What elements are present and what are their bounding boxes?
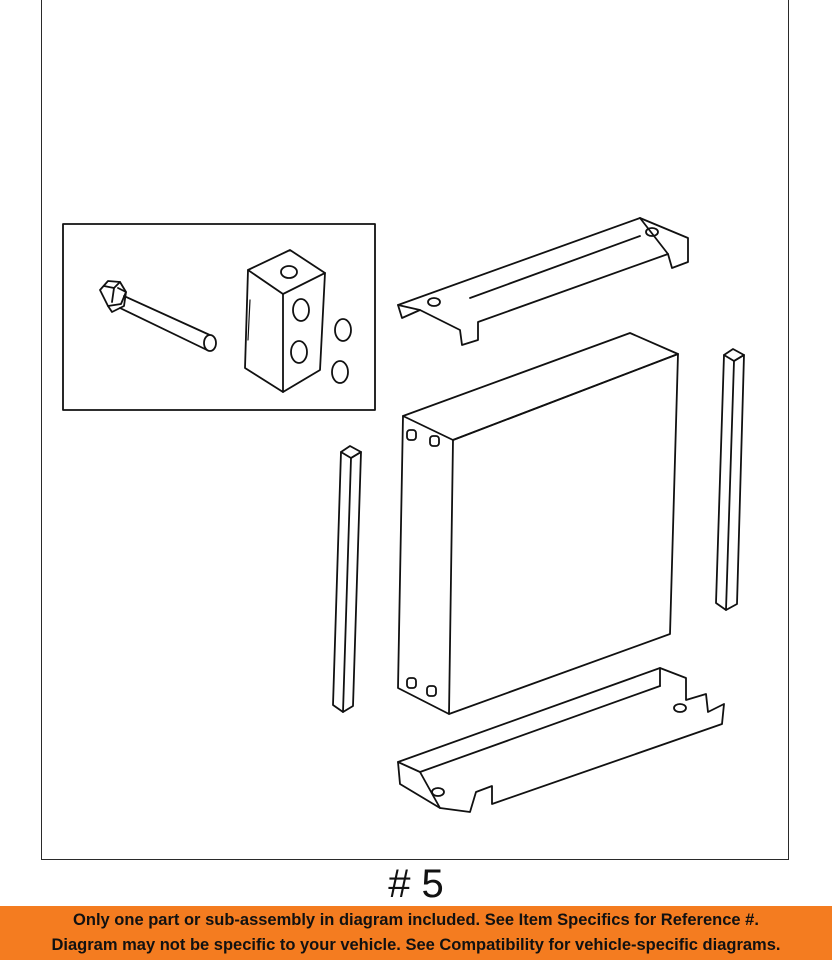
spacer-block-part — [245, 250, 325, 392]
parts-diagram — [0, 0, 832, 906]
cooler-core-part — [398, 333, 678, 714]
diagram-frame — [41, 0, 789, 860]
disclaimer-line-1: Only one part or sub-assembly in diagram… — [73, 911, 759, 929]
bolt-part — [100, 281, 216, 351]
diagram-number-label: # 5 — [388, 862, 444, 906]
washers-part — [332, 319, 351, 383]
upper-bracket-part — [398, 218, 688, 345]
left-seal-strip-part — [333, 446, 361, 712]
disclaimer-line-2: Diagram may not be specific to your vehi… — [51, 936, 781, 954]
inset-frame — [63, 224, 375, 410]
lower-bracket-part — [398, 668, 724, 812]
hardware-inset — [63, 224, 375, 410]
disclaimer-banner: Only one part or sub-assembly in diagram… — [0, 906, 832, 960]
right-seal-strip-part — [716, 349, 744, 610]
